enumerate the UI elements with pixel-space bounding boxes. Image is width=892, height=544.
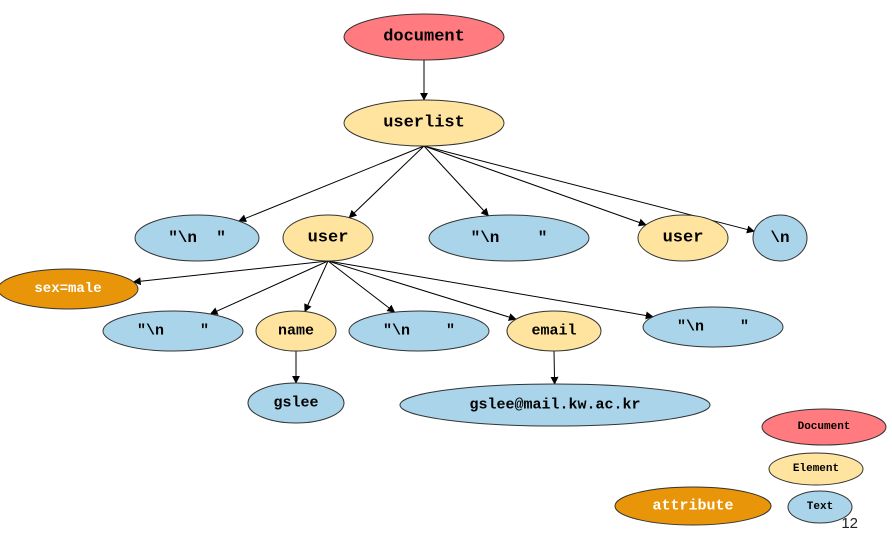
node-text1-label: "\n " <box>168 229 226 247</box>
node-text3-node: \n <box>752 214 808 262</box>
legend-attribute-shape <box>614 486 772 526</box>
nodes: document userlist "\n " user "\n " user \n sex=… <box>0 13 808 427</box>
edge-userlist-to-user1 <box>348 145 425 219</box>
node-user1-label: user <box>308 229 349 248</box>
node-gslee-shape <box>247 382 345 424</box>
node-text6-label: "\n " <box>677 319 749 336</box>
node-user1-shape <box>282 214 374 262</box>
node-text2-shape <box>428 214 590 262</box>
node-user2-label: user <box>663 229 704 248</box>
node-text6-node: "\n " <box>642 306 784 348</box>
node-document-shape <box>343 13 505 61</box>
edge-user1-to-text5 <box>327 260 396 313</box>
node-name-shape <box>255 310 337 352</box>
node-userlist-shape <box>343 99 505 147</box>
node-sex-attr-shape <box>0 268 139 310</box>
node-text2-node: "\n " <box>428 214 590 262</box>
node-user2-shape <box>637 214 729 262</box>
edge-userlist-to-user2 <box>423 145 647 227</box>
node-text3-label: \n <box>770 229 789 247</box>
legend-text-shape <box>787 490 853 524</box>
legend-element-node: Element <box>768 452 864 486</box>
node-sex-attr-node: sex=male <box>0 268 139 310</box>
page-number: 12 <box>841 515 858 532</box>
legend-document-label: Document <box>798 421 851 433</box>
legend-attribute-label: attribute <box>652 498 733 515</box>
node-user2-node: user <box>637 214 729 262</box>
node-email-value-label: gslee@mail.kw.ac.kr <box>469 397 640 414</box>
node-text5-shape <box>348 310 490 352</box>
edge-user1-to-sex-attr <box>132 260 329 286</box>
node-userlist-node: userlist <box>343 99 505 147</box>
node-text4-node: "\n " <box>102 310 244 352</box>
node-document-node: document <box>343 13 505 61</box>
legend-element-label: Element <box>793 463 839 475</box>
node-document-label: document <box>383 28 465 47</box>
edge-email-to-email-value <box>550 350 559 385</box>
edge-user1-to-text6 <box>327 260 654 320</box>
node-name-label: name <box>278 323 314 340</box>
node-name-node: name <box>255 310 337 352</box>
node-text3-shape <box>752 214 808 262</box>
node-user1-node: user <box>282 214 374 262</box>
legend-text-node: Text <box>787 490 853 524</box>
edge-user1-to-email <box>327 260 517 321</box>
legend-document-node: Document <box>761 408 887 446</box>
node-email-value-shape <box>399 383 711 427</box>
node-email-shape <box>506 310 602 352</box>
edges <box>132 60 755 385</box>
edge-userlist-to-text1 <box>238 145 425 223</box>
node-text6-shape <box>642 306 784 348</box>
edge-userlist-to-text2 <box>423 145 490 217</box>
legend-element-shape <box>768 452 864 486</box>
legend-text-label: Text <box>807 501 833 513</box>
legend-document-shape <box>761 408 887 446</box>
node-text5-label: "\n " <box>383 323 455 340</box>
node-text1-node: "\n " <box>134 214 260 262</box>
node-userlist-label: userlist <box>383 114 465 133</box>
node-sex-attr-label: sex=male <box>34 281 101 297</box>
node-email-value-node: gslee@mail.kw.ac.kr <box>399 383 711 427</box>
legend-attribute-node: attribute <box>614 486 772 526</box>
node-gslee-label: gslee <box>273 395 318 412</box>
node-text5-node: "\n " <box>348 310 490 352</box>
node-text4-shape <box>102 310 244 352</box>
node-text2-label: "\n " <box>471 229 548 247</box>
node-email-node: email <box>506 310 602 352</box>
edge-user1-to-name <box>304 260 329 313</box>
node-text1-shape <box>134 214 260 262</box>
node-text4-label: "\n " <box>137 323 209 340</box>
node-email-label: email <box>531 323 576 340</box>
node-gslee-node: gslee <box>247 382 345 424</box>
edge-user1-to-text4 <box>209 260 329 315</box>
